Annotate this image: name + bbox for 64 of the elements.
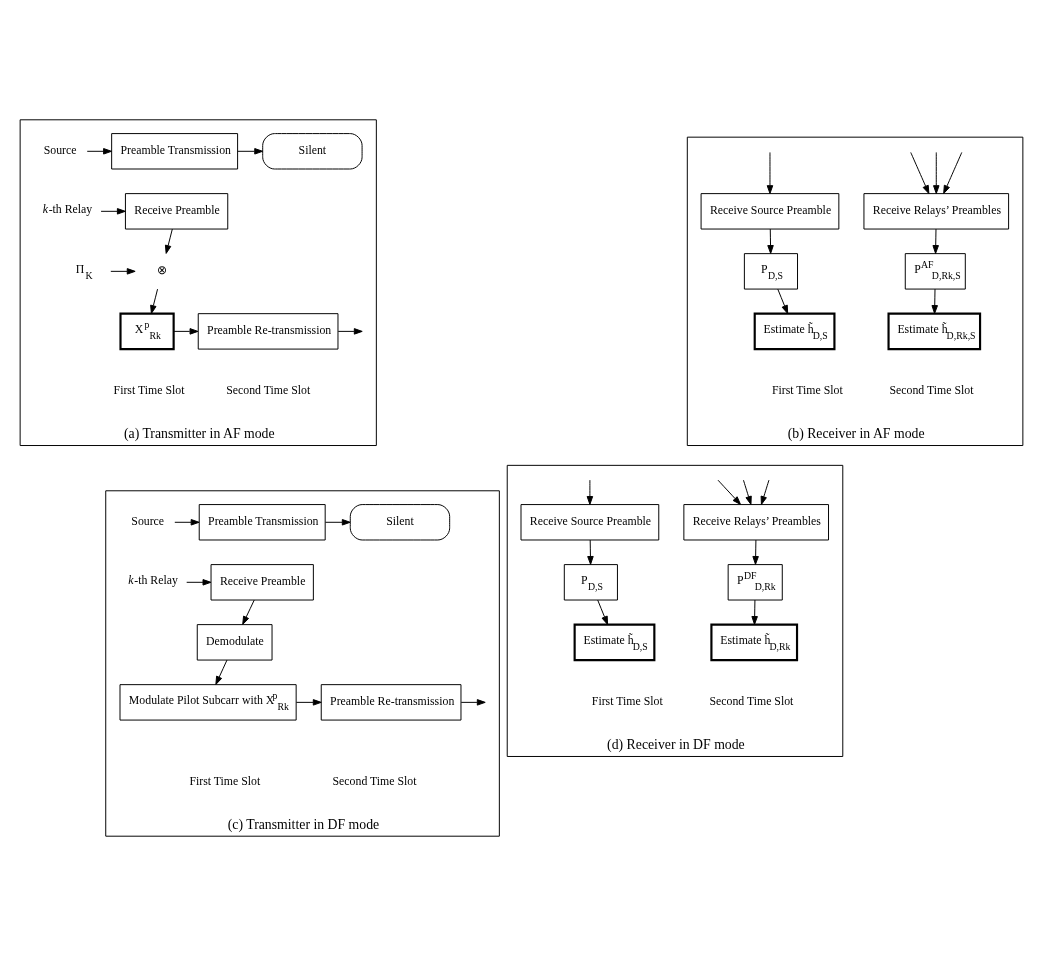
arrow bbox=[150, 288, 159, 314]
arrow bbox=[164, 228, 173, 254]
arrow bbox=[777, 288, 789, 314]
arrow bbox=[460, 699, 486, 706]
arrow bbox=[242, 599, 255, 625]
arrow bbox=[751, 599, 758, 625]
arrow bbox=[717, 479, 741, 505]
arrow bbox=[86, 148, 112, 155]
arrow bbox=[337, 328, 363, 335]
arrow bbox=[931, 288, 938, 314]
node-box: Preamble Transmission bbox=[111, 133, 239, 170]
node-box: P$_{D,S}$ bbox=[563, 564, 618, 601]
arrow bbox=[766, 151, 774, 194]
arrow bbox=[932, 228, 939, 254]
node-text: Source bbox=[43, 143, 77, 158]
node-box: Receive Relays’ Preambles bbox=[863, 193, 1010, 230]
arrow bbox=[910, 151, 930, 194]
node-text: Source bbox=[131, 514, 165, 529]
arrow bbox=[174, 519, 200, 526]
label: Second Time Slot bbox=[226, 383, 311, 398]
node-box: Estimate h̃$_{D,Rk}$ bbox=[710, 623, 799, 662]
node-box: P$_{D,S}$ bbox=[743, 253, 798, 290]
node-box: Receive Source Preamble bbox=[520, 504, 660, 541]
node-box: Preamble Re-transmission bbox=[320, 684, 462, 721]
arrow bbox=[767, 228, 774, 254]
label: First Time Slot bbox=[591, 694, 663, 709]
arrow bbox=[586, 479, 594, 505]
arrow bbox=[587, 539, 594, 565]
arrow bbox=[173, 328, 199, 335]
node-box: Demodulate bbox=[196, 624, 273, 661]
arrow bbox=[215, 659, 228, 685]
node-box: Silent bbox=[349, 504, 451, 541]
arrow bbox=[597, 599, 609, 625]
label: Second Time Slot bbox=[709, 694, 794, 709]
arrow bbox=[237, 148, 264, 155]
node-box: Silent bbox=[262, 133, 363, 170]
node-box: Estimate h̃$_{D,S}$ bbox=[573, 623, 656, 662]
arrow bbox=[943, 151, 963, 194]
arrow bbox=[110, 268, 136, 275]
arrow bbox=[186, 579, 212, 586]
arrow bbox=[752, 539, 759, 565]
node-box: Receive Source Preamble bbox=[700, 193, 840, 230]
node-box: Preamble Transmission bbox=[198, 504, 326, 541]
node-text: ⊗ bbox=[156, 263, 167, 278]
node-box: Preamble Re-transmission bbox=[197, 313, 339, 350]
label: Second Time Slot bbox=[332, 774, 417, 789]
arrow bbox=[324, 519, 351, 526]
arrow bbox=[760, 479, 770, 505]
label: First Time Slot bbox=[771, 383, 843, 398]
node-box: Estimate h̃$_{D,Rk,S}$ bbox=[887, 312, 982, 351]
arrow bbox=[933, 151, 940, 194]
label: First Time Slot bbox=[189, 774, 261, 789]
arrow bbox=[100, 208, 126, 215]
node-box: Receive Relays’ Preambles bbox=[683, 504, 829, 541]
node-text: k-th Relay bbox=[128, 573, 178, 588]
arrow bbox=[742, 479, 752, 505]
arrow bbox=[295, 699, 322, 706]
node-box: Estimate h̃$_{D,S}$ bbox=[753, 312, 836, 351]
label: First Time Slot bbox=[113, 383, 185, 398]
node-text: k-th Relay bbox=[42, 202, 93, 217]
node-box: Receive Preamble bbox=[124, 193, 229, 230]
node-text: Π$_{K}$ bbox=[75, 262, 93, 281]
label: Second Time Slot bbox=[889, 383, 974, 398]
node-box: Receive Preamble bbox=[210, 564, 314, 601]
